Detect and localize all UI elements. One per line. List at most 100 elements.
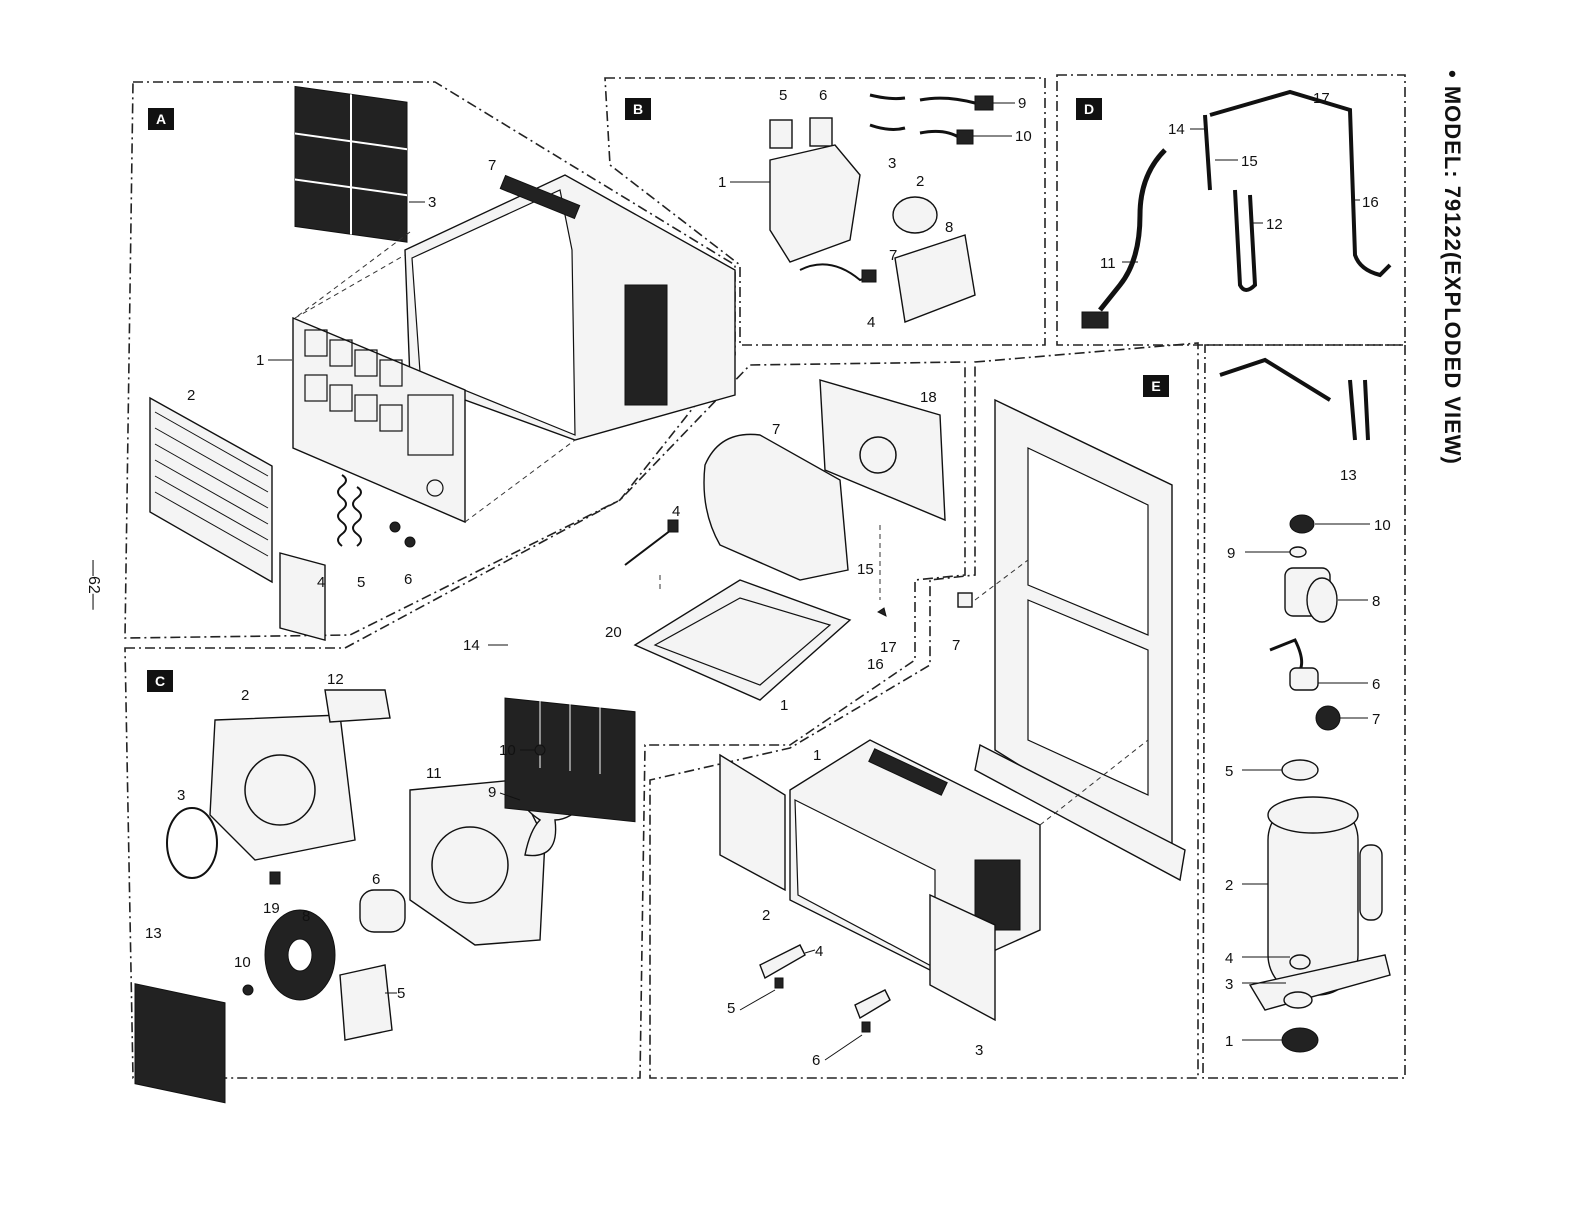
cushion-part — [1282, 1028, 1318, 1052]
label-b8: 8 — [945, 219, 953, 236]
label-b10: 10 — [1015, 128, 1032, 145]
label-b9: 9 — [1018, 95, 1026, 112]
label-a6: 6 — [404, 571, 412, 588]
fan-motor-part — [360, 890, 405, 932]
clip-plate-part — [325, 690, 390, 722]
label-d1: 1 — [1225, 1033, 1233, 1050]
copper-tube-part — [1205, 92, 1390, 275]
section-e-marker: E — [1143, 375, 1169, 397]
label-c9: 9 — [488, 784, 496, 801]
label-d2: 2 — [1225, 877, 1233, 894]
svg-text:C: C — [155, 673, 165, 689]
label-b4: 4 — [867, 314, 875, 331]
label-d3: 3 — [1225, 976, 1233, 993]
svg-text:D: D — [1084, 101, 1094, 117]
evaporator-coil-part — [135, 984, 225, 1103]
gasket-part — [1282, 760, 1318, 780]
label-m7: 7 — [772, 421, 780, 438]
label-a2: 2 — [187, 387, 195, 404]
label-b1: 1 — [718, 174, 726, 191]
label-c12: 12 — [327, 671, 344, 688]
label-e7: 7 — [952, 637, 960, 654]
label-b6: 6 — [819, 87, 827, 104]
terminal-cover-part — [1290, 515, 1314, 533]
svg-text:B: B — [633, 101, 643, 117]
angle-bracket-part — [958, 593, 972, 607]
spring-part — [338, 475, 346, 546]
label-c10b: 10 — [234, 954, 251, 971]
control-bracket-part — [770, 145, 860, 262]
label-d10: 10 — [1374, 517, 1391, 534]
label-e5: 5 — [727, 1000, 735, 1017]
label-d7: 7 — [1372, 711, 1380, 728]
section-b-marker: B — [625, 98, 651, 120]
label-m15: 15 — [857, 561, 874, 578]
support-bracket-part — [760, 945, 805, 978]
side-curtain-left-part — [720, 755, 785, 890]
knob-part — [390, 522, 400, 532]
label-m16: 16 — [867, 656, 884, 673]
label-m1: 1 — [780, 697, 788, 714]
label-d13: 13 — [1340, 467, 1357, 484]
label-m4: 4 — [672, 503, 680, 520]
label-d12: 12 — [1266, 216, 1283, 233]
label-d15: 15 — [1241, 153, 1258, 170]
label-c5: 5 — [397, 985, 405, 1002]
label-d14: 14 — [1168, 121, 1185, 138]
label-d5: 5 — [1225, 763, 1233, 780]
label-b2: 2 — [916, 173, 924, 190]
section-b-labels: 5 6 1 3 2 8 7 4 9 10 — [718, 87, 1032, 331]
label-b5: 5 — [779, 87, 787, 104]
label-d11: 11 — [1100, 255, 1116, 272]
cover-plate-part — [895, 235, 975, 322]
label-c6: 6 — [372, 871, 380, 888]
label-c13: 13 — [145, 925, 162, 942]
section-a-parts — [150, 86, 735, 640]
section-b-parts — [770, 95, 993, 322]
middle-parts — [625, 380, 945, 700]
label-c8: 8 — [302, 908, 310, 925]
air-filter-part — [295, 86, 407, 242]
relay-part — [770, 120, 792, 148]
label-d9: 9 — [1227, 545, 1235, 562]
label-a7: 7 — [488, 157, 496, 174]
label-e2: 2 — [762, 907, 770, 924]
label-d8: 8 — [1372, 593, 1380, 610]
svg-text:A: A — [156, 111, 166, 127]
label-e4: 4 — [815, 943, 823, 960]
label-b7: 7 — [889, 247, 897, 264]
grommet-part — [1290, 955, 1310, 969]
evaporator-frame-part — [210, 715, 355, 860]
section-c-parts — [135, 648, 635, 1103]
label-c14: 14 — [463, 637, 480, 654]
label-m18: 18 — [920, 389, 937, 406]
ring-part — [167, 808, 217, 878]
label-d16: 16 — [1362, 194, 1379, 211]
label-c11: 11 — [426, 765, 442, 782]
label-a4: 4 — [317, 574, 325, 591]
svg-text:E: E — [1151, 378, 1160, 394]
label-d17: 17 — [1313, 90, 1330, 107]
label-e1: 1 — [813, 747, 821, 764]
label-a5: 5 — [357, 574, 365, 591]
label-b3: 3 — [888, 155, 896, 172]
grille-part — [150, 398, 272, 582]
label-a3: 3 — [428, 194, 436, 211]
label-e6: 6 — [812, 1052, 820, 1069]
label-a1: 1 — [256, 352, 264, 369]
section-d-marker: D — [1076, 98, 1102, 120]
spring-coil-part — [1316, 706, 1340, 730]
base-pan-part — [635, 580, 850, 700]
label-c20: 20 — [605, 624, 622, 641]
section-d-parts — [1082, 92, 1390, 440]
label-m17: 17 — [880, 639, 897, 656]
capacitor-part — [893, 197, 937, 233]
section-a-marker: A — [148, 108, 174, 130]
label-c2: 2 — [241, 687, 249, 704]
section-c-marker: C — [147, 670, 173, 692]
compressor-parts — [1250, 515, 1390, 1052]
louver-part — [280, 553, 325, 640]
label-d6: 6 — [1372, 676, 1380, 693]
label-d4: 4 — [1225, 950, 1233, 967]
